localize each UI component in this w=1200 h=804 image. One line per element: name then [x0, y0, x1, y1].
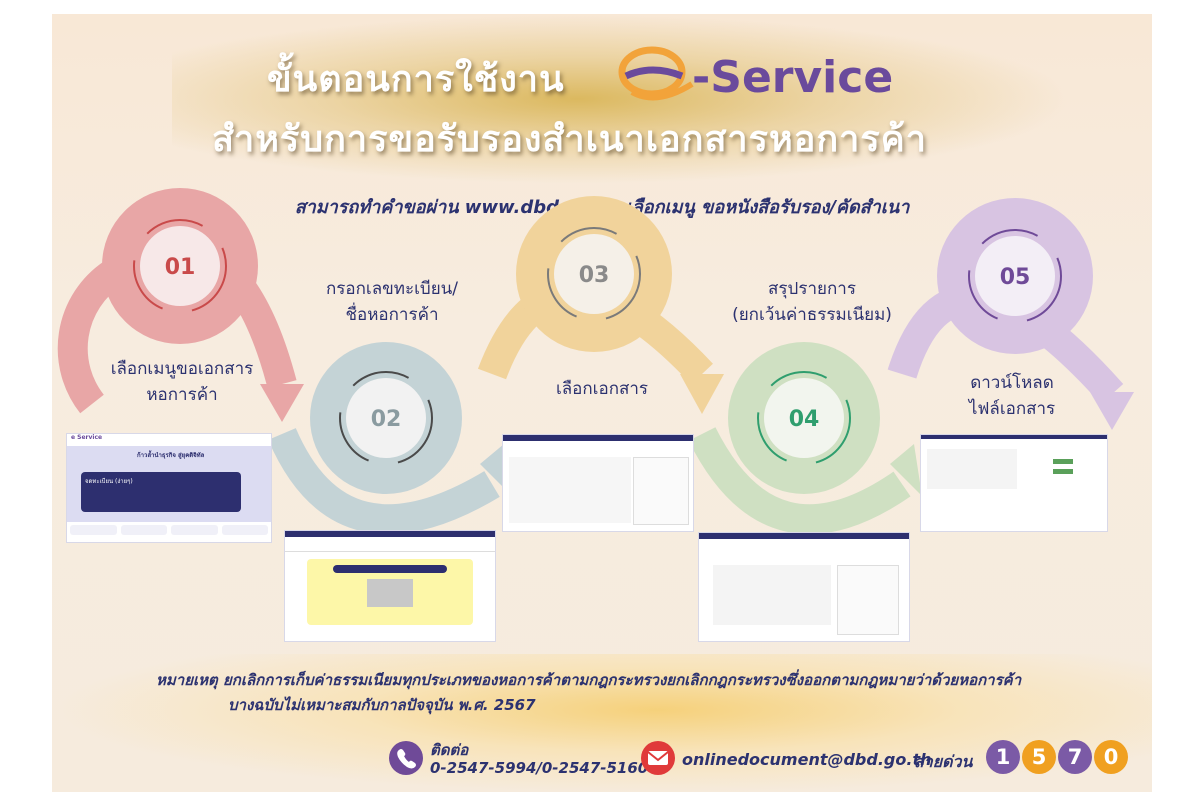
title-line1: ขั้นตอนการใช้งาน — [267, 59, 565, 100]
arrow-04 — [890, 444, 922, 496]
step-04-label-line1: สรุปรายการ — [768, 279, 856, 299]
screenshot-step-04 — [698, 532, 910, 642]
logo-text: -Service — [692, 52, 894, 103]
step-04-label-line2: (ยกเว้นค่าธรรมเนียม) — [732, 305, 892, 325]
step-01-label-line2: หอการค้า — [146, 385, 218, 405]
step-04-label: สรุปรายการ (ยกเว้นค่าธรรมเนียม) — [712, 276, 912, 328]
step-01-number: 01 — [165, 255, 196, 280]
step-03-number: 03 — [579, 263, 610, 288]
step-02-label-line1: กรอกเลขทะเบียน/ — [325, 279, 459, 299]
header-glow — [172, 14, 1072, 184]
arc-01 — [57, 261, 121, 414]
step-04-number: 04 — [789, 407, 820, 432]
phone-numbers[interactable]: 0-2547-5994/0-2547-5160 — [430, 759, 649, 777]
screen1-brand: e Service — [67, 434, 271, 446]
hotline-digit-2: 5 — [1022, 740, 1056, 774]
note-line1: หมายเหตุ ยกเลิกการเก็บค่าธรรมเนียมทุกประ… — [156, 671, 1022, 689]
step-03-label-line1: เลือกเอกสาร — [555, 379, 649, 399]
step-03-circle — [516, 196, 672, 352]
screenshot-step-03 — [502, 434, 694, 532]
screenshot-step-02 — [284, 530, 496, 642]
screenshot-step-05 — [920, 434, 1108, 532]
arc-02 — [268, 427, 500, 535]
arc-04 — [688, 427, 911, 535]
infographic-panel: ขั้นตอนการใช้งาน -Service สำหรับการขอรับ… — [52, 14, 1152, 792]
title-line2: สำหรับการขอรับรองสำเนาเอกสารหอการค้า — [212, 119, 927, 160]
email-icon — [641, 741, 675, 775]
step-01-label-line1: เลือกเมนูขอเอกสาร — [110, 359, 254, 379]
step-05-circle — [937, 198, 1093, 354]
step-01-label: เลือกเมนูขอเอกสาร หอการค้า — [92, 356, 272, 408]
step-03-label: เลือกเอกสาร — [522, 376, 682, 402]
step-01-circle — [102, 188, 258, 344]
step-05-label-line2: ไฟล์เอกสาร — [968, 399, 1056, 419]
step-05-label-line1: ดาวน์โหลด — [970, 373, 1054, 393]
step-02-label: กรอกเลขทะเบียน/ ชื่อหอการค้า — [302, 276, 482, 328]
hotline-digit-1: 1 — [986, 740, 1020, 774]
hotline-digit-4: 0 — [1094, 740, 1128, 774]
arrow-01 — [260, 384, 304, 422]
step-02-circle — [310, 342, 462, 494]
hotline-digit-3: 7 — [1058, 740, 1092, 774]
footer-glow — [52, 654, 1152, 792]
note-line2: บางฉบับไม่เหมาะสมกับกาลปัจจุบัน พ.ศ. 256… — [228, 696, 536, 714]
arrow-05 — [1090, 392, 1134, 430]
phone-icon — [389, 741, 423, 775]
hotline-label: สายด่วน — [914, 752, 973, 771]
step-04-circle — [728, 342, 880, 494]
phone-label: ติดต่อ — [430, 741, 469, 759]
screen1-banner: ก้าวล้ำนำธุรกิจ สู่ยุคดิจิทัล — [137, 452, 205, 459]
step-05-label: ดาวน์โหลด ไฟล์เอกสาร — [932, 370, 1092, 422]
screenshot-step-01: e Service ก้าวล้ำนำธุรกิจ สู่ยุคดิจิทัล … — [66, 433, 272, 543]
arrow-03 — [680, 374, 724, 414]
email-address[interactable]: onlinedocument@dbd.go.th — [682, 750, 932, 769]
process-flow: 01 02 03 04 05 — [57, 188, 1134, 535]
screen1-card: จดทะเบียน (ง่ายๆ) — [85, 478, 133, 485]
eservice-logo-icon — [618, 46, 694, 101]
step-02-number: 02 — [371, 407, 402, 432]
step-05-number: 05 — [1000, 265, 1031, 290]
step-02-label-line2: ชื่อหอการค้า — [345, 305, 439, 325]
